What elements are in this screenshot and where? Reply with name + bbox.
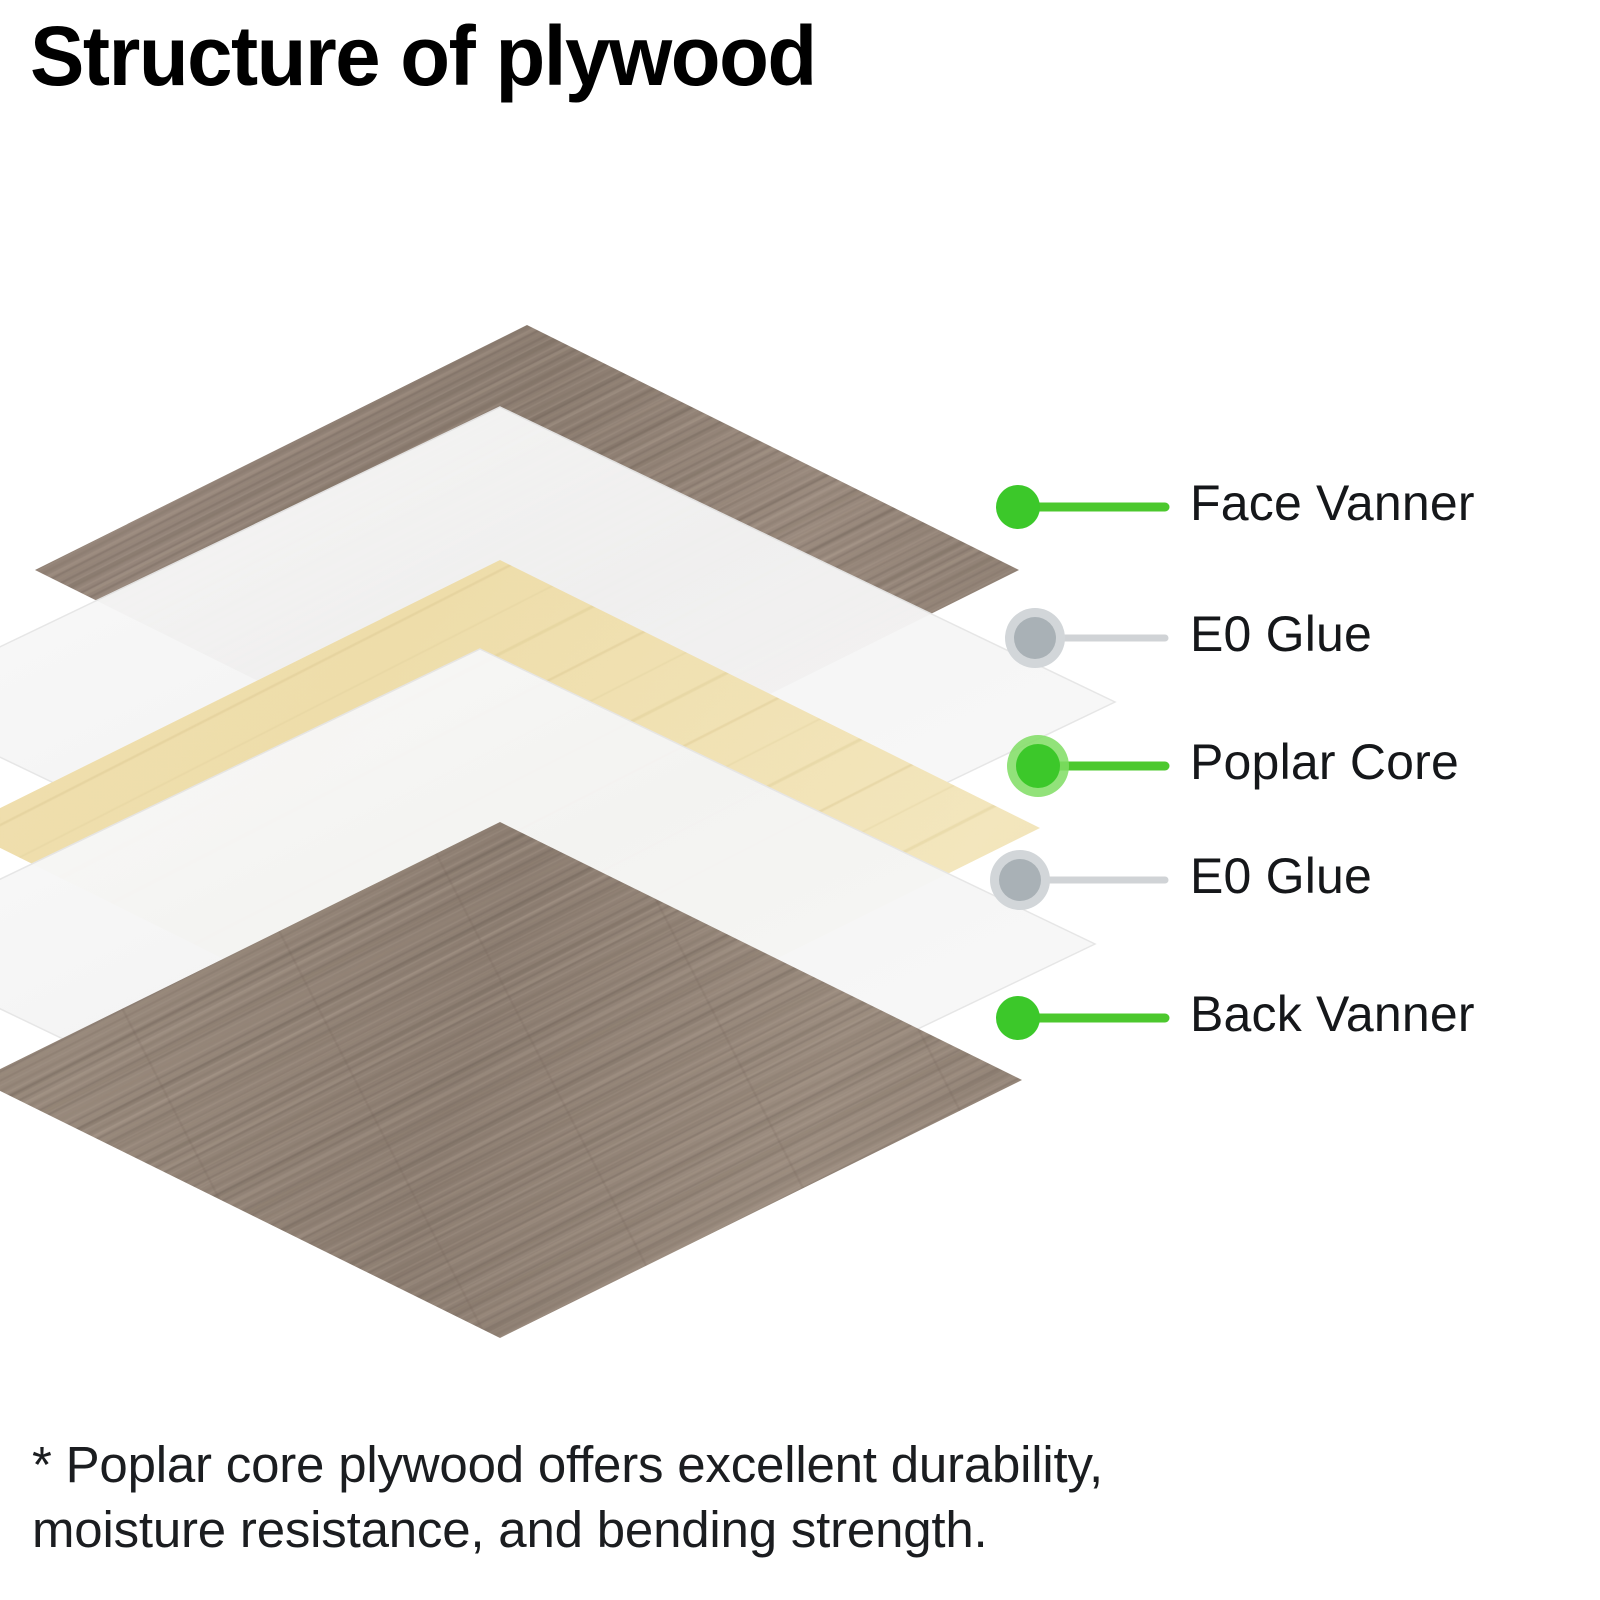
footnote: * Poplar core plywood offers excellent d…: [32, 1432, 1432, 1563]
marker-dot-glue-top[interactable]: [1014, 617, 1056, 659]
layer-label-back-vanner: Back Vanner: [1190, 986, 1475, 1042]
page-title: Structure of plywood: [30, 9, 817, 103]
layer-shapes-group: [0, 325, 1117, 1338]
marker-dot-back-vanner[interactable]: [996, 996, 1040, 1040]
footnote-line: moisture resistance, and bending strengt…: [32, 1501, 988, 1559]
marker-dot-poplar-core[interactable]: [1016, 744, 1060, 788]
layer-label-poplar-core: Poplar Core: [1190, 734, 1459, 790]
layer-back-vanner: [0, 822, 1022, 1338]
layer-label-glue-top: E0 Glue: [1190, 606, 1373, 662]
layer-label-glue-bottom: E0 Glue: [1190, 848, 1373, 904]
leader-lines-group: [990, 485, 1170, 1040]
layer-label-face-vanner: Face Vanner: [1190, 475, 1475, 531]
marker-dot-glue-bottom[interactable]: [999, 859, 1041, 901]
marker-dot-face-vanner[interactable]: [996, 485, 1040, 529]
footnote-line: * Poplar core plywood offers excellent d…: [32, 1436, 1104, 1493]
